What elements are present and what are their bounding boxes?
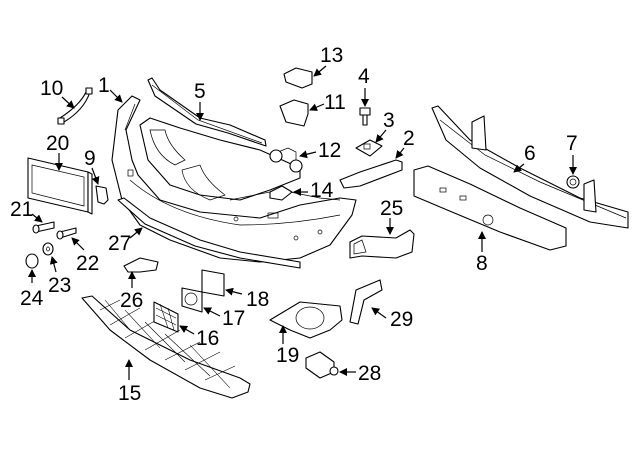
lower-spoiler-part[interactable] [117, 197, 301, 269]
callout-label: 23 [48, 274, 71, 297]
side-bracket-part[interactable] [339, 159, 403, 189]
callout-1: 1 [98, 74, 123, 103]
callout-label: 15 [118, 382, 141, 405]
callout-label: 11 [324, 91, 346, 114]
callout-12: 12 [299, 139, 341, 162]
fog-lamp-frame-part[interactable] [181, 287, 203, 313]
callout-label: 24 [20, 287, 44, 310]
callout-20: 20 [46, 132, 69, 171]
callout-label: 14 [310, 179, 334, 202]
callout-8: 8 [476, 231, 488, 275]
callout-label: 13 [320, 44, 343, 67]
grommet-part[interactable] [566, 175, 580, 189]
callout-label: 29 [390, 308, 413, 331]
bolt-part[interactable] [359, 107, 371, 126]
callout-label: 12 [318, 139, 341, 162]
callout-label: 4 [358, 65, 370, 88]
lower-grille-part[interactable] [81, 295, 251, 399]
callout-label: 8 [476, 252, 488, 275]
bumper-cover-part[interactable] [111, 95, 357, 263]
callout-16: 16 [179, 325, 219, 350]
callout-5: 5 [194, 80, 206, 121]
washer-nozzle-part[interactable] [269, 147, 303, 173]
callout-14: 14 [293, 179, 334, 202]
impact-bar-part[interactable] [431, 105, 629, 229]
screw-22-part[interactable] [56, 227, 77, 240]
callout-3: 3 [375, 109, 395, 143]
clip-part[interactable] [123, 257, 159, 273]
callout-label: 22 [76, 252, 99, 275]
callout-label: 28 [358, 362, 381, 385]
callout-label: 27 [108, 232, 131, 255]
callout-11: 11 [309, 91, 346, 114]
callout-2: 2 [395, 127, 415, 159]
air-duct-part[interactable] [349, 229, 415, 259]
callout-label: 16 [196, 327, 219, 350]
callout-4: 4 [358, 65, 370, 107]
callout-label: 7 [566, 132, 578, 155]
callout-label: 17 [222, 307, 245, 330]
callout-18: 18 [225, 287, 269, 311]
grille-insert-part[interactable] [153, 301, 179, 333]
callout-label: 1 [98, 74, 110, 97]
callout-label: 19 [276, 344, 299, 367]
callout-15: 15 [118, 359, 141, 405]
callout-29: 29 [371, 307, 413, 331]
callout-label: 5 [194, 80, 206, 103]
tow-hook-cover-part[interactable] [269, 185, 293, 201]
cap-part[interactable] [25, 253, 39, 269]
wire-guide-part[interactable] [57, 87, 93, 125]
license-plate-bracket-part[interactable] [27, 157, 93, 215]
callout-27: 27 [108, 227, 143, 255]
callout-label: 26 [120, 289, 143, 312]
sensor-holder-part[interactable] [279, 99, 309, 127]
callout-9: 9 [84, 147, 100, 185]
callout-24: 24 [20, 269, 44, 310]
callout-label: 18 [246, 288, 269, 311]
cover-plate-part[interactable] [201, 269, 225, 297]
callout-13: 13 [313, 44, 343, 77]
callout-10: 10 [40, 77, 75, 109]
callout-26: 26 [120, 271, 143, 312]
callout-22: 22 [71, 237, 99, 275]
callout-label: 21 [10, 198, 33, 221]
callout-label: 25 [380, 197, 403, 220]
washer-part[interactable] [42, 242, 54, 256]
park-sensor-part[interactable] [305, 351, 339, 379]
holder-bracket-part[interactable] [283, 67, 313, 89]
mount-bracket-part[interactable] [95, 185, 109, 205]
callout-25: 25 [380, 197, 403, 235]
callout-label: 20 [46, 132, 69, 155]
callout-7: 7 [566, 132, 578, 175]
callout-label: 3 [383, 109, 395, 132]
callout-label: 10 [40, 77, 63, 100]
energy-absorber-part[interactable] [413, 165, 567, 251]
callout-21: 21 [10, 198, 43, 223]
reflector-part[interactable] [349, 279, 383, 325]
clip-nut-part[interactable] [355, 139, 383, 157]
callout-label: 9 [84, 147, 96, 170]
callout-19: 19 [276, 325, 299, 367]
screw-21-part[interactable] [32, 221, 55, 234]
fog-lamp-bezel-part[interactable] [269, 301, 343, 339]
callout-23: 23 [48, 256, 71, 297]
callout-28: 28 [339, 362, 381, 385]
callout-17: 17 [203, 307, 245, 330]
callout-label: 6 [524, 142, 536, 165]
callout-label: 2 [403, 127, 415, 150]
callout-6: 6 [513, 142, 536, 173]
